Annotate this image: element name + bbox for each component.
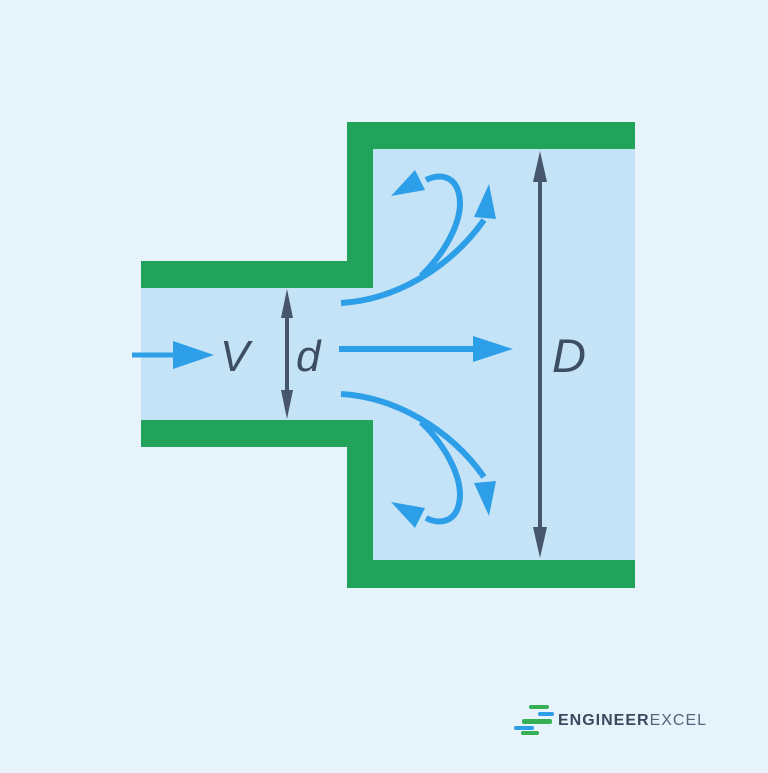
large-pipe-wall-left-lower <box>347 420 373 588</box>
upper-inner-eddy-arrow <box>391 170 463 279</box>
large-diameter-dimension-arrow <box>533 151 547 558</box>
large-pipe-wall-bottom <box>347 560 635 588</box>
large-diameter-label: D <box>552 329 586 382</box>
small-diameter-label: d <box>296 332 322 381</box>
inlet-velocity-label: V <box>220 332 253 381</box>
lower-outer-recirculation-arrow <box>340 391 496 516</box>
logo-text-engineer: ENGINEER <box>558 712 650 729</box>
logo-text-excel: EXCEL <box>649 712 708 729</box>
engineerexcel-logo: ENGINEEREXCEL <box>514 703 724 739</box>
large-pipe-wall-top <box>347 122 635 149</box>
lower-inner-eddy-arrow <box>391 419 463 528</box>
small-pipe-wall-bottom <box>141 420 373 447</box>
upper-outer-recirculation-arrow <box>340 184 496 306</box>
small-pipe-wall-top <box>141 261 373 288</box>
small-diameter-dimension-arrow <box>281 289 293 419</box>
logo-bars-icon <box>514 703 556 737</box>
jet-flow-arrow <box>339 336 513 362</box>
inlet-flow-arrow <box>132 341 214 369</box>
large-pipe-fluid <box>373 149 635 560</box>
logo-wordmark: ENGINEEREXCEL <box>558 712 707 730</box>
large-pipe-wall-left-upper <box>347 122 373 288</box>
